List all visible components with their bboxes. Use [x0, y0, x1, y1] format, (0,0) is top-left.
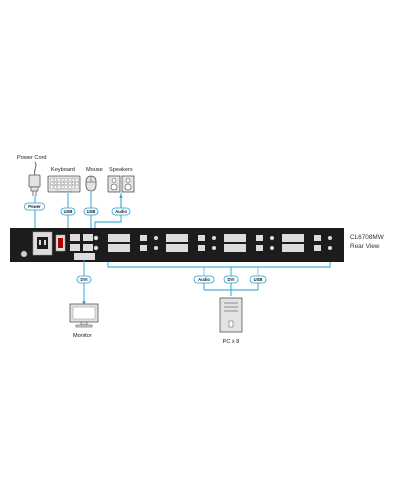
svg-text:Power: Power	[28, 204, 41, 209]
speakers-icon	[107, 175, 135, 193]
mouse-label: Mouse	[86, 167, 103, 173]
console-audio-jack	[93, 235, 99, 241]
svg-text:Audio: Audio	[115, 209, 127, 214]
pc-usb-port	[198, 245, 205, 251]
svg-text:DVI: DVI	[228, 277, 235, 282]
pc-dvi-tag: DVI	[223, 275, 239, 284]
speakers-audio-tag: Audio	[111, 207, 131, 216]
lower-connection-lines	[83, 260, 331, 296]
pc-usb-port	[314, 235, 321, 241]
pc-dvi-port	[224, 234, 246, 242]
pc-dvi-port	[108, 244, 130, 252]
console-usb-port	[83, 244, 93, 251]
svg-text:USB: USB	[87, 209, 96, 214]
view-label: Rear View	[350, 243, 380, 250]
svg-text:Audio: Audio	[198, 277, 210, 282]
pc-usb-port	[314, 245, 321, 251]
monitor-label: Monitor	[73, 333, 92, 339]
power-cord-icon	[28, 161, 41, 196]
pc-audio-jack	[154, 246, 158, 250]
pc-audio-tag: Audio	[193, 275, 215, 284]
pc-usb-port	[140, 245, 147, 251]
console-dvi-port	[74, 253, 95, 260]
power-cord-label: Power Cord	[17, 155, 47, 161]
console-usb-port	[70, 244, 80, 251]
svg-text:USB: USB	[254, 277, 263, 282]
pc-label: PC x 8	[223, 339, 240, 345]
kvm-rear-panel	[10, 228, 344, 262]
ground-terminal	[20, 250, 28, 258]
pc-dvi-port	[282, 244, 304, 252]
pc-dvi-port	[166, 234, 188, 242]
pc-usb-port	[198, 235, 205, 241]
svg-text:USB: USB	[64, 209, 73, 214]
console-audio-jack	[93, 245, 99, 251]
mouse-icon	[85, 175, 97, 192]
speakers-label: Speakers	[109, 167, 133, 173]
model-name: CL6708MW	[350, 234, 385, 241]
pc-audio-jack	[328, 246, 332, 250]
power-tag: Power	[24, 202, 45, 211]
keyboard-label: Keyboard	[51, 167, 75, 173]
pc-usb-tag: USB	[249, 275, 267, 284]
pc-tower-icon	[219, 297, 243, 333]
sub-connection-lines	[203, 267, 259, 276]
console-usb-port	[70, 234, 80, 241]
keyboard-icon	[47, 175, 81, 193]
svg-text:DVI: DVI	[81, 277, 88, 282]
pc-usb-port	[256, 235, 263, 241]
pc-audio-jack	[270, 246, 274, 250]
pc-audio-jack	[154, 236, 158, 240]
pc-audio-jack	[212, 246, 216, 250]
monitor-dvi-tag: DVI	[76, 275, 92, 284]
pc-audio-jack	[212, 236, 216, 240]
pc-dvi-port	[224, 244, 246, 252]
mouse-usb-tag: USB	[83, 207, 99, 216]
pc-audio-jack	[328, 236, 332, 240]
pc-usb-port	[256, 245, 263, 251]
pc-audio-jack	[270, 236, 274, 240]
pc-dvi-port	[108, 234, 130, 242]
monitor-icon	[69, 303, 99, 328]
pc-dvi-port	[282, 234, 304, 242]
pc-dvi-port	[166, 244, 188, 252]
console-usb-port	[83, 234, 93, 241]
keyboard-usb-tag: USB	[60, 207, 76, 216]
pc-usb-port	[140, 235, 147, 241]
